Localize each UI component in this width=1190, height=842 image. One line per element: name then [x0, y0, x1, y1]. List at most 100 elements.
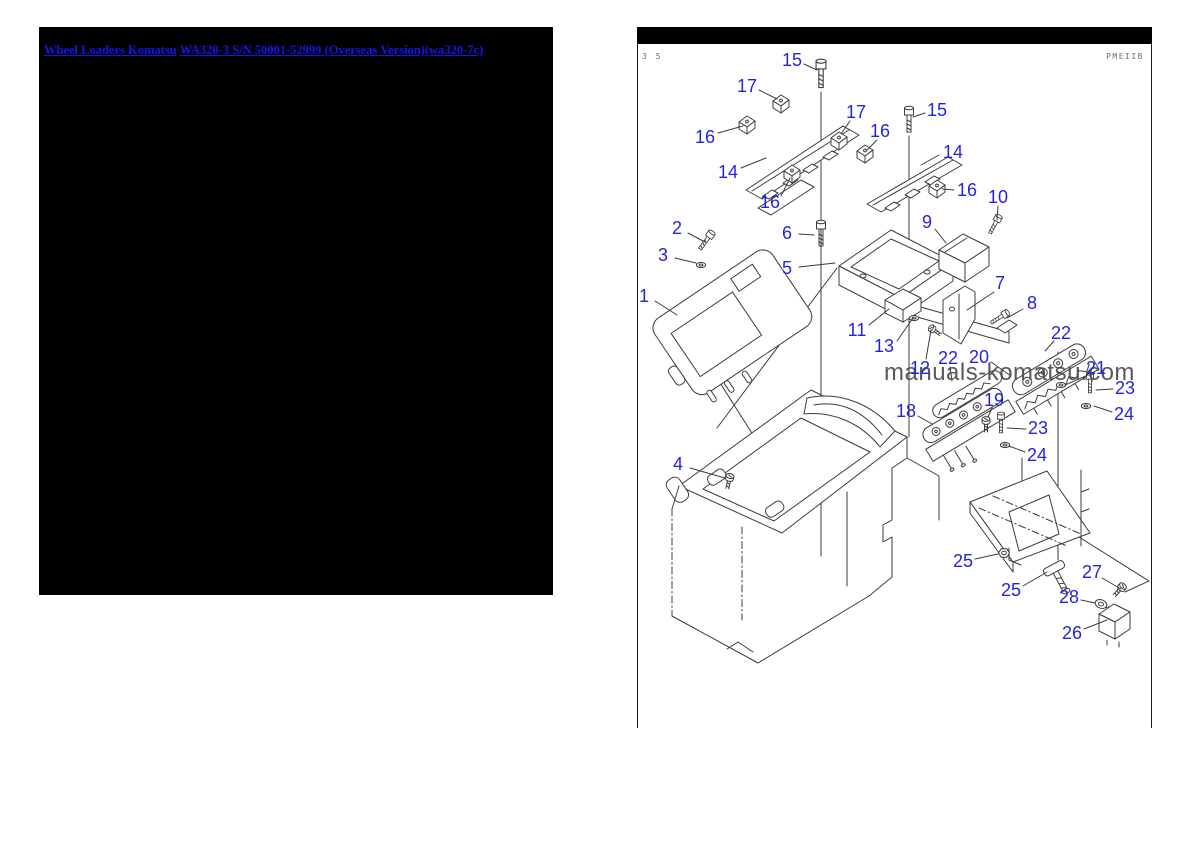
leader-line-20: [990, 361, 1012, 377]
part-number-4: 4: [672, 454, 684, 474]
leader-line-6: [798, 233, 815, 236]
link-wheel-loaders-komatsu[interactable]: Wheel Loaders Komatsu: [44, 43, 177, 57]
leader-line-28: [1080, 599, 1096, 604]
leader-line-22: [949, 366, 953, 382]
relay-11-drawing: [884, 288, 922, 323]
leader-line-17: [758, 89, 778, 100]
washer-24-mid-drawing: [999, 441, 1011, 449]
leader-line-15: [803, 63, 818, 71]
leader-line-16: [717, 125, 744, 134]
relay-9-drawing: [938, 233, 990, 283]
part-number-19: 19: [983, 390, 1005, 410]
bracket-7-drawing: [942, 285, 976, 345]
part-number-8: 8: [1026, 293, 1038, 313]
leader-line-23: [1095, 388, 1114, 391]
leader-line-16: [941, 188, 955, 191]
watermark-text: manuals-komatsu.com: [884, 359, 1135, 386]
part-number-14: 14: [717, 162, 739, 182]
part-number-7: 7: [994, 273, 1006, 293]
leader-line-11: [868, 308, 890, 326]
leader-line-8: [1006, 308, 1024, 319]
mounting-tray-drawing: [969, 469, 1091, 573]
part-number-16: 16: [869, 121, 891, 141]
part-number-1: 1: [638, 286, 650, 306]
part-number-10: 10: [987, 187, 1009, 207]
part-number-6: 6: [781, 223, 793, 243]
fuse-block-18-drawing: [922, 387, 1016, 472]
washer-13-drawing: [908, 314, 920, 322]
leader-line-16: [780, 177, 791, 197]
leader-line-13: [896, 317, 914, 342]
part-number-20: 20: [968, 347, 990, 367]
part-number-12: 12: [909, 358, 931, 378]
part-number-28: 28: [1058, 587, 1080, 607]
leader-line-4: [689, 467, 726, 479]
part-number-15: 15: [926, 100, 948, 120]
leader-line-7: [966, 291, 995, 311]
leader-line-24: [1008, 445, 1026, 453]
lower-hardware-drawing: [998, 548, 1131, 648]
console-body-drawing: [665, 389, 940, 664]
leader-line-23: [1006, 427, 1027, 430]
page-code-right: PMEIIB: [1106, 52, 1144, 61]
leader-line-19: [987, 407, 993, 418]
leader-line-12: [925, 329, 932, 360]
part-number-26: 26: [1061, 623, 1083, 643]
leader-line-22: [1044, 340, 1055, 352]
part-number-21: 21: [1085, 358, 1107, 378]
exploded-parts-drawing: [652, 58, 1150, 664]
part-number-16: 16: [694, 127, 716, 147]
link-model-serial[interactable]: WA320-3 S/N 50001-52999 (Overseas Versio…: [179, 43, 484, 57]
part-number-16: 16: [956, 180, 978, 200]
leader-line-5: [798, 262, 836, 268]
part-number-9: 9: [921, 212, 933, 232]
leader-line-21: [1064, 374, 1089, 386]
part-number-23: 23: [1114, 378, 1136, 398]
part-number-17: 17: [736, 76, 758, 96]
part-number-15: 15: [781, 50, 803, 70]
diagram-top-black-bar: [637, 27, 1152, 44]
document-title-links: Wheel Loaders Komatsu WA320-3 S/N 50001-…: [44, 43, 483, 58]
screw-12-drawing: [926, 323, 944, 339]
part-number-25: 25: [952, 551, 974, 571]
callout-leader-lines: [654, 63, 1122, 630]
part-number-2: 2: [671, 218, 683, 238]
part-number-25: 25: [1000, 580, 1022, 600]
relay-26-drawing: [1098, 603, 1131, 648]
left-black-panel: Wheel Loaders Komatsu WA320-3 S/N 50001-…: [39, 27, 553, 595]
part-number-24: 24: [1026, 445, 1048, 465]
part-number-22: 22: [1050, 323, 1072, 343]
leader-line-1: [654, 300, 678, 316]
part-number-24: 24: [1113, 404, 1135, 424]
fusible-link-rail-20-drawing: [932, 370, 1003, 419]
leader-line-25: [1022, 571, 1048, 587]
leader-line-26: [1083, 619, 1108, 630]
leader-line-24: [1093, 405, 1113, 413]
part-number-3: 3: [657, 245, 669, 265]
leader-line-27: [1101, 577, 1122, 590]
screw-27-drawing: [1110, 581, 1129, 599]
parts-diagram-panel: 3 5 PMEIIB: [637, 27, 1152, 728]
part-number-23: 23: [1027, 418, 1049, 438]
leader-line-25: [974, 553, 999, 560]
part-number-18: 18: [895, 401, 917, 421]
page-code-left: 3 5: [642, 52, 663, 61]
part-number-22: 22: [937, 348, 959, 368]
leader-line-9: [934, 228, 947, 244]
leader-line-2: [687, 232, 706, 243]
fuse-rail-14-right-drawing: [866, 156, 963, 213]
monitor-panel-1-drawing: [652, 249, 813, 403]
leader-line-14: [920, 154, 940, 166]
part-number-13: 13: [873, 336, 895, 356]
leader-line-18: [917, 415, 933, 425]
leader-line-17: [840, 120, 851, 135]
leader-line-14: [740, 157, 767, 169]
part-number-27: 27: [1081, 562, 1103, 582]
washer-24-right-drawing: [1080, 402, 1092, 410]
leader-line-16: [866, 139, 878, 151]
leader-line-3: [674, 257, 697, 264]
part-number-16: 16: [759, 192, 781, 212]
part-number-17: 17: [845, 102, 867, 122]
